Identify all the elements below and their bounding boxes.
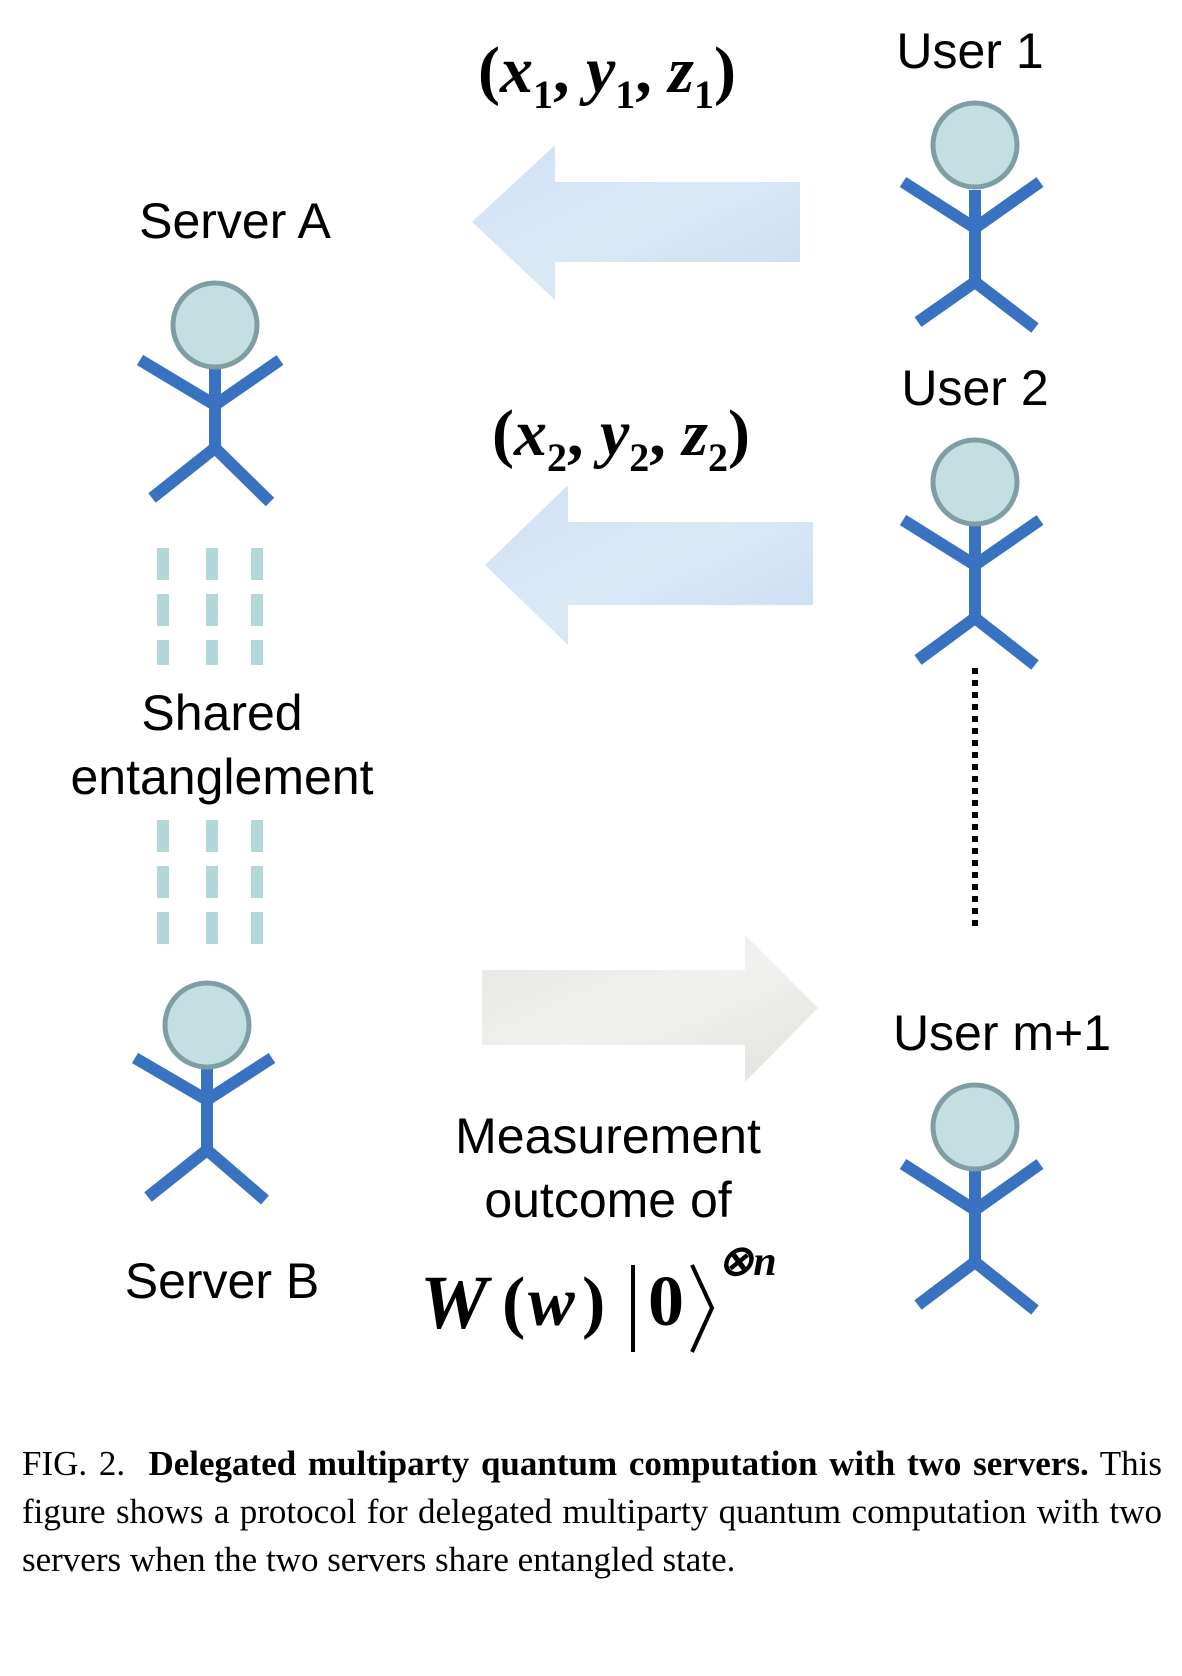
user-1-figure xyxy=(899,100,1044,333)
outcome-formula: W ( w ) 0 ⊗n xyxy=(420,1239,777,1353)
server-b-head xyxy=(162,980,252,1070)
outcome-open-paren: ( xyxy=(502,1264,525,1341)
message-2-x-sub: 2 xyxy=(547,435,567,480)
outcome-close-paren: ) xyxy=(582,1264,605,1341)
user-1-head xyxy=(930,100,1020,190)
message-2-z-sub: 2 xyxy=(708,435,728,480)
arrow-user1-to-server-a xyxy=(472,145,800,300)
user-m1-figure xyxy=(899,1082,1044,1315)
message-1-x-sub: 1 xyxy=(533,72,553,117)
server-b-figure xyxy=(131,980,276,1205)
entanglement-dashes-upper xyxy=(157,548,263,665)
outcome-label-line1: Measurement xyxy=(455,1108,761,1164)
server-a-head xyxy=(170,280,260,370)
user-m1-label: User m+1 xyxy=(893,1005,1111,1061)
message-2-y: y xyxy=(593,397,630,470)
caption-fig-number: FIG. 2. xyxy=(22,1444,126,1483)
entanglement-label-line2: entanglement xyxy=(70,749,373,805)
message-2-x: x xyxy=(513,397,547,470)
message-1-y: y xyxy=(579,34,616,107)
user-2-figure xyxy=(899,437,1044,670)
entanglement-label-line1: Shared xyxy=(141,685,302,741)
message-1-x: x xyxy=(499,34,533,107)
outcome-tensor-power: ⊗n xyxy=(718,1239,777,1285)
message-2: (x2, y2, z2) xyxy=(492,397,750,480)
message-1: (x1, y1, z1) xyxy=(478,34,736,117)
user-2-head xyxy=(930,437,1020,527)
message-1-z: z xyxy=(666,34,694,107)
user-1-label: User 1 xyxy=(896,23,1043,79)
message-1-y-sub: 1 xyxy=(615,72,635,117)
server-a-label: Server A xyxy=(139,193,331,249)
user-2-label: User 2 xyxy=(901,360,1048,416)
message-2-y-sub: 2 xyxy=(629,435,649,480)
caption-title: Delegated multiparty quantum computation… xyxy=(148,1444,1089,1483)
user-m1-head xyxy=(930,1082,1020,1172)
arrow-server-b-to-user-m1 xyxy=(482,935,818,1082)
arrow-user2-to-server-a xyxy=(485,485,813,645)
message-1-z-sub: 1 xyxy=(694,72,714,117)
caption-body: This figure shows a protocol for delegat… xyxy=(22,1444,1163,1579)
figure-caption: FIG. 2. Delegated multiparty quantum com… xyxy=(22,1440,1162,1584)
entanglement-dashes-lower xyxy=(157,820,263,950)
outcome-zero: 0 xyxy=(648,1261,684,1341)
message-2-z: z xyxy=(680,397,708,470)
server-a-figure xyxy=(136,280,284,507)
outcome-w: w xyxy=(528,1264,575,1341)
ket-angle xyxy=(690,1264,715,1353)
outcome-W: W xyxy=(420,1261,493,1345)
outcome-label-line2: outcome of xyxy=(484,1172,731,1228)
protocol-diagram: Server A Server B User 1 User 2 User m+1 xyxy=(70,23,1111,1353)
server-b-label: Server B xyxy=(125,1253,320,1309)
